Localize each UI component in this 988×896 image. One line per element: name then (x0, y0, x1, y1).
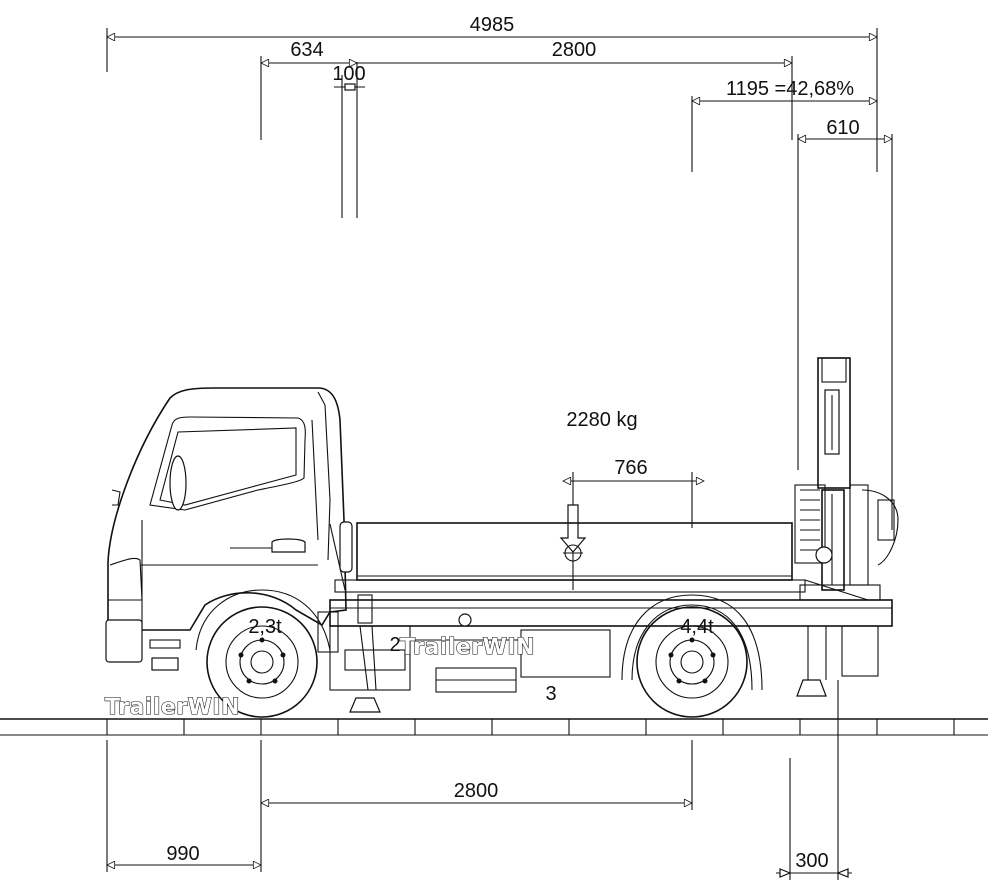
top-dimensions (107, 28, 892, 530)
dim-wheelbase-bottom: 2800 (454, 780, 499, 802)
rear-wheel (621, 594, 763, 718)
bottom-dimensions (107, 680, 852, 880)
truck-cab (105, 387, 353, 671)
dim-rear-offset: 610 (826, 117, 859, 139)
dim-crane-gap: 100 (332, 63, 365, 85)
cargo-bed (329, 522, 893, 627)
watermark-bottom-left: TrailerWIN (105, 695, 240, 720)
rear-axle-load: 4,4t (680, 616, 714, 638)
dim-rear-overhang: 1195 =42,68% (726, 78, 854, 100)
chassis-equipment (317, 594, 611, 713)
dim-overall-length: 4985 (470, 14, 515, 36)
component-2-label: 2 (389, 634, 400, 656)
dim-load-offset: 766 (614, 457, 647, 479)
loading-crane (794, 357, 899, 697)
ground-line (0, 718, 988, 736)
front-axle-load: 2,3t (248, 616, 282, 638)
component-3-label: 3 (545, 683, 556, 705)
dim-support-offset: 300 (795, 850, 828, 872)
load-dimension (563, 472, 704, 590)
watermark-center: TrailerWIN (400, 635, 535, 660)
dim-wheelbase-top: 2800 (552, 39, 597, 61)
dim-front-to-crane: 634 (290, 39, 323, 61)
payload-label: 2280 kg (566, 409, 637, 431)
load-arrow-icon (559, 504, 587, 562)
dim-front-overhang-bottom: 990 (166, 843, 199, 865)
